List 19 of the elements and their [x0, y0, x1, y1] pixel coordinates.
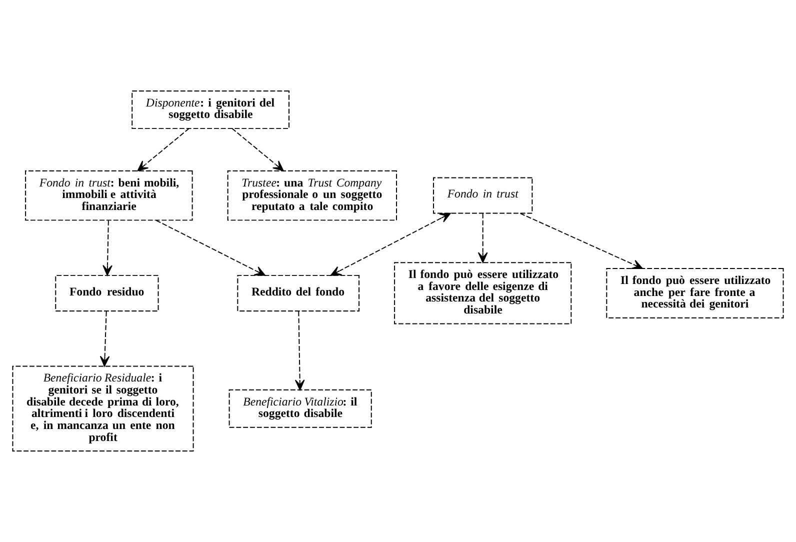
node-box: Trustee: una Trust Company professionale o un soggetto reputato a tale compito — [227, 170, 398, 221]
arrow — [156, 220, 266, 276]
arrow — [520, 212, 643, 269]
node-box: Disponente: i genitori del soggetto disabile — [132, 90, 290, 129]
arrow — [294, 310, 305, 390]
node-box: Fondo in trust: beni mobili, immobili e attività finanziarie — [25, 170, 193, 221]
arrow — [478, 213, 488, 263]
node-box: Fondo residuo — [55, 274, 159, 312]
node-box: Il fondo può essere utilizzato a favore delle esigenze di assistenza del soggetto disabile — [394, 262, 572, 324]
node-box: Beneficiario Vitalizio: il soggetto disabile — [228, 389, 372, 428]
node-box: Reddito del fondo — [237, 274, 360, 312]
node-box: Fondo in trust — [433, 177, 533, 214]
arrow — [330, 212, 451, 276]
node-box: Il fondo può essere utilizzato anche per fare fronte a necessità dei genitori — [606, 268, 784, 318]
node-box: Beneficiario Residuale: i genitori se il soggetto disabile decede prima di loro, altrimenti i loro discendenti e, in mancanza un ente non profit — [12, 366, 194, 452]
arrow — [232, 128, 284, 172]
arrow — [102, 220, 112, 276]
arrow — [137, 128, 190, 172]
arrow — [100, 310, 110, 367]
